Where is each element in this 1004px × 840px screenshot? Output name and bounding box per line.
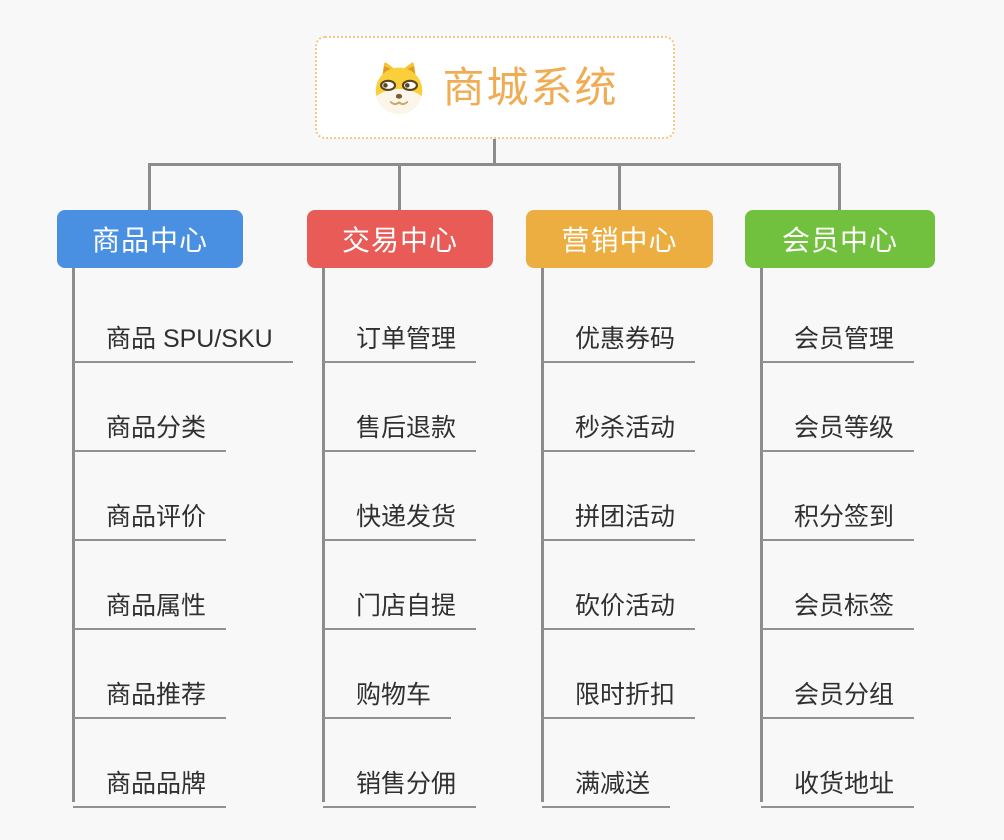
connector-bus bbox=[148, 163, 841, 166]
branch-node-member-center[interactable]: 会员中心 bbox=[745, 210, 935, 268]
leaf-node[interactable]: 商品分类 bbox=[73, 408, 227, 452]
leaf-node[interactable]: 商品 SPU/SKU bbox=[73, 319, 293, 363]
leaf-node[interactable]: 购物车 bbox=[323, 675, 452, 719]
branch-label: 会员中心 bbox=[781, 225, 898, 256]
branch-label: 营销中心 bbox=[561, 225, 678, 256]
leaf-node[interactable]: 优惠券码 bbox=[542, 319, 696, 363]
root-node[interactable]: 商城系统 bbox=[315, 36, 675, 139]
leaf-node[interactable]: 订单管理 bbox=[323, 319, 477, 363]
connector-trunk bbox=[72, 268, 75, 802]
connector-drop-member bbox=[838, 163, 841, 210]
leaf-node[interactable]: 满减送 bbox=[542, 764, 671, 808]
connector-drop-product bbox=[148, 163, 151, 210]
leaf-node[interactable]: 会员管理 bbox=[761, 319, 915, 363]
leaf-node[interactable]: 会员等级 bbox=[761, 408, 915, 452]
branch-label: 商品中心 bbox=[91, 225, 208, 256]
leaf-column-product-center: 商品 SPU/SKU 商品分类 商品评价 商品属性 商品推荐 商品品牌 bbox=[72, 0, 293, 840]
leaf-node[interactable]: 会员分组 bbox=[761, 675, 915, 719]
branch-label: 交易中心 bbox=[341, 225, 458, 256]
doge-icon bbox=[376, 62, 423, 114]
leaf-column-trade-center: 订单管理 售后退款 快递发货 门店自提 购物车 销售分佣 bbox=[322, 0, 477, 840]
connector-drop-marketing bbox=[618, 163, 621, 210]
leaf-node[interactable]: 砍价活动 bbox=[542, 586, 696, 630]
connector-trunk bbox=[541, 268, 544, 802]
leaf-node[interactable]: 快递发货 bbox=[323, 497, 477, 541]
connector-trunk bbox=[322, 268, 325, 802]
leaf-node[interactable]: 销售分佣 bbox=[323, 764, 477, 808]
leaf-node[interactable]: 商品评价 bbox=[73, 497, 227, 541]
branch-node-marketing-center[interactable]: 营销中心 bbox=[526, 210, 713, 268]
branch-node-product-center[interactable]: 商品中心 bbox=[57, 210, 243, 268]
leaf-node[interactable]: 商品品牌 bbox=[73, 764, 227, 808]
connector-root-stem bbox=[493, 139, 496, 165]
connector-drop-trade bbox=[398, 163, 401, 210]
connector-trunk bbox=[760, 268, 763, 802]
leaf-column-member-center: 会员管理 会员等级 积分签到 会员标签 会员分组 收货地址 bbox=[760, 0, 915, 840]
leaf-node[interactable]: 售后退款 bbox=[323, 408, 477, 452]
leaf-node[interactable]: 秒杀活动 bbox=[542, 408, 696, 452]
leaf-node[interactable]: 门店自提 bbox=[323, 586, 477, 630]
leaf-node[interactable]: 限时折扣 bbox=[542, 675, 696, 719]
leaf-node[interactable]: 收货地址 bbox=[761, 764, 915, 808]
leaf-node[interactable]: 拼团活动 bbox=[542, 497, 696, 541]
leaf-node[interactable]: 商品推荐 bbox=[73, 675, 227, 719]
leaf-node[interactable]: 积分签到 bbox=[761, 497, 915, 541]
leaf-column-marketing-center: 优惠券码 秒杀活动 拼团活动 砍价活动 限时折扣 满减送 bbox=[541, 0, 696, 840]
leaf-node[interactable]: 商品属性 bbox=[73, 586, 227, 630]
leaf-node[interactable]: 会员标签 bbox=[761, 586, 915, 630]
root-title: 商城系统 bbox=[442, 63, 619, 111]
branch-node-trade-center[interactable]: 交易中心 bbox=[307, 210, 493, 268]
